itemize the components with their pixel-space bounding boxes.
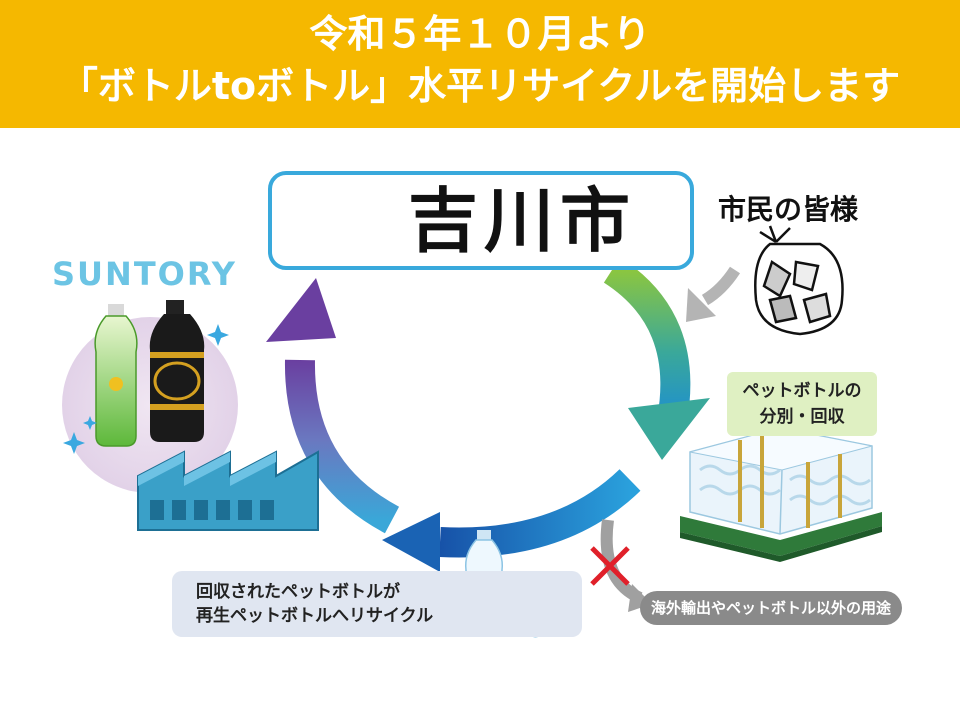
city-box <box>268 171 694 270</box>
arrow-to-city <box>266 278 400 534</box>
citizens-label: 市民の皆様 <box>718 193 859 226</box>
factory-icon <box>137 450 319 531</box>
maker-bottles-icon <box>62 300 238 493</box>
cross-icon <box>590 546 630 586</box>
excluded-uses-label: 海外輸出やペットボトル以外の用途 <box>640 591 902 625</box>
recycle-line-1: 回収されたペットボトルが <box>196 582 400 602</box>
header-title-line-2: 「ボトルtoボトル」水平リサイクルを開始します <box>59 64 901 108</box>
recycling-diagram <box>62 184 882 638</box>
maker-logo: SUNTORY <box>52 255 237 293</box>
collection-line-1: ペットボトルの <box>742 381 862 401</box>
garbage-bag-icon <box>754 225 844 336</box>
collection-box: ペットボトルの 分別・回収 <box>727 372 877 436</box>
arrow-to-collection <box>603 257 710 460</box>
baled-bottles-icon <box>680 427 882 562</box>
collection-line-2: 分別・回収 <box>759 407 845 427</box>
header-title-line-1: 令和５年１０月より <box>309 12 651 56</box>
recycle-text: 回収されたペットボトルが 再生ペットボトルへリサイクル <box>196 580 433 628</box>
arrow-to-recycle <box>382 469 641 572</box>
header-banner: 令和５年１０月より 「ボトルtoボトル」水平リサイクルを開始します <box>0 0 960 128</box>
city-name: 吉川市 <box>408 180 636 262</box>
arrow-from-citizens <box>686 266 741 322</box>
recycle-box <box>172 571 582 637</box>
recycle-line-2: 再生ペットボトルへリサイクル <box>196 606 434 626</box>
